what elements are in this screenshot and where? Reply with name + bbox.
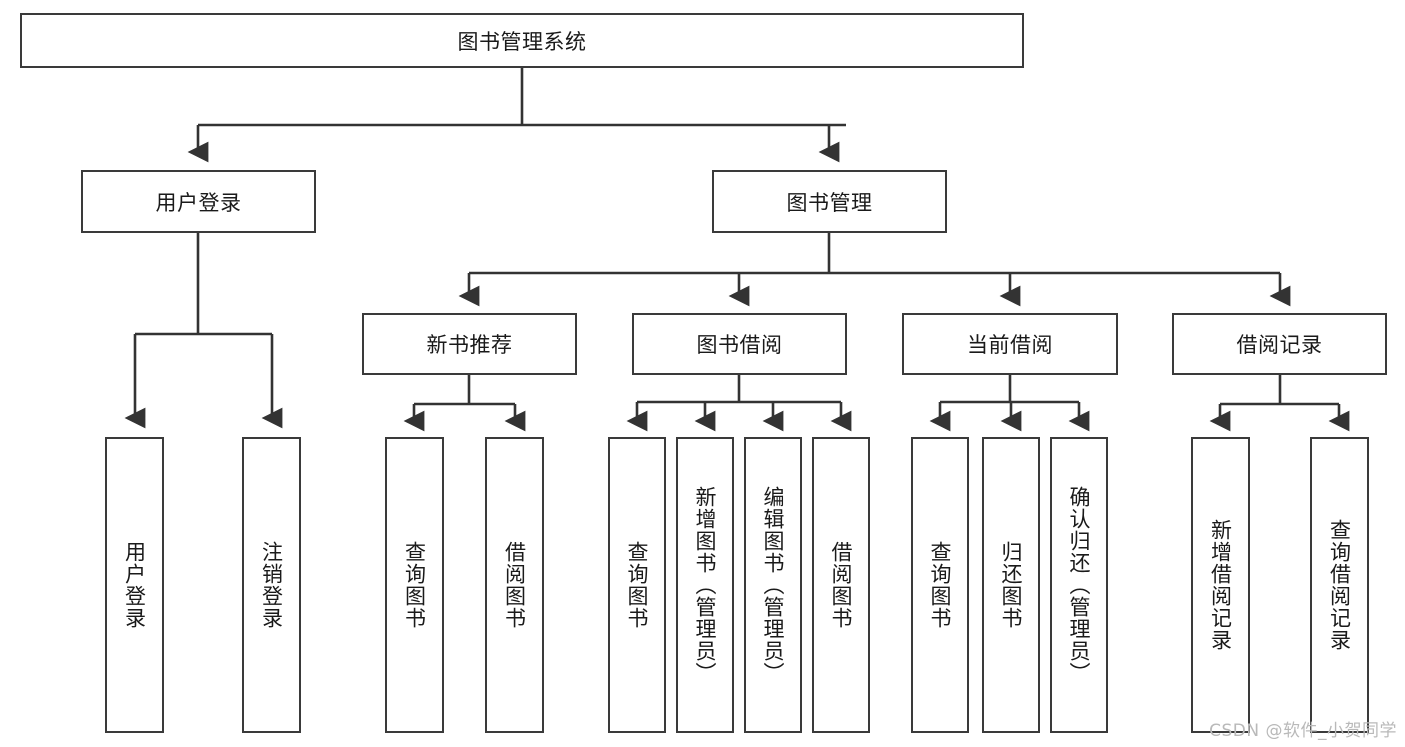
node-label: 借阅图书 xyxy=(502,541,527,629)
node-new-book-recommend[interactable]: 新书推荐 xyxy=(362,313,577,375)
node-label: 借阅图书 xyxy=(829,541,854,629)
leaf-edit-book-admin[interactable]: 编辑图书（管理员） xyxy=(744,437,802,733)
leaf-add-borrow-record[interactable]: 新增借阅记录 xyxy=(1191,437,1250,733)
leaf-user-login[interactable]: 用户登录 xyxy=(105,437,164,733)
node-label: 借阅记录 xyxy=(1236,333,1323,357)
node-root-system[interactable]: 图书管理系统 xyxy=(20,13,1024,68)
node-label: 查询图书 xyxy=(402,541,427,629)
node-current-borrow[interactable]: 当前借阅 xyxy=(902,313,1118,375)
node-label: 用户登录 xyxy=(122,541,147,629)
leaf-borrow-book-newbook[interactable]: 借阅图书 xyxy=(485,437,544,733)
leaf-add-book-admin[interactable]: 新增图书（管理员） xyxy=(676,437,734,733)
node-label: 图书管理 xyxy=(786,190,873,215)
leaf-query-book-newbook[interactable]: 查询图书 xyxy=(385,437,444,733)
node-book-borrow[interactable]: 图书借阅 xyxy=(632,313,847,375)
node-label: 当前借阅 xyxy=(967,333,1053,357)
leaf-query-book-borrow[interactable]: 查询图书 xyxy=(608,437,666,733)
node-label: 查询借阅记录 xyxy=(1327,519,1352,651)
node-borrow-record[interactable]: 借阅记录 xyxy=(1172,313,1387,375)
node-label: 注销登录 xyxy=(259,541,284,629)
node-label: 确认归还（管理员） xyxy=(1067,486,1092,684)
node-label: 图书管理系统 xyxy=(457,29,587,54)
leaf-return-book[interactable]: 归还图书 xyxy=(982,437,1040,733)
node-label: 新增图书（管理员） xyxy=(693,486,718,684)
node-label: 编辑图书（管理员） xyxy=(761,486,786,684)
leaf-confirm-return-admin[interactable]: 确认归还（管理员） xyxy=(1050,437,1108,733)
node-label: 归还图书 xyxy=(999,541,1024,629)
node-book-management[interactable]: 图书管理 xyxy=(712,170,947,233)
node-label: 新增借阅记录 xyxy=(1208,519,1233,651)
node-label: 用户登录 xyxy=(155,190,242,215)
csdn-watermark: CSDN @软件_小贺同学 xyxy=(1209,721,1397,741)
node-label: 新书推荐 xyxy=(426,333,513,357)
node-label: 查询图书 xyxy=(928,541,953,629)
node-user-login[interactable]: 用户登录 xyxy=(81,170,316,233)
leaf-logout[interactable]: 注销登录 xyxy=(242,437,301,733)
leaf-query-book-current[interactable]: 查询图书 xyxy=(911,437,969,733)
node-label: 图书借阅 xyxy=(696,333,783,357)
leaf-query-borrow-record[interactable]: 查询借阅记录 xyxy=(1310,437,1369,733)
leaf-borrow-book[interactable]: 借阅图书 xyxy=(812,437,870,733)
node-label: 查询图书 xyxy=(625,541,650,629)
